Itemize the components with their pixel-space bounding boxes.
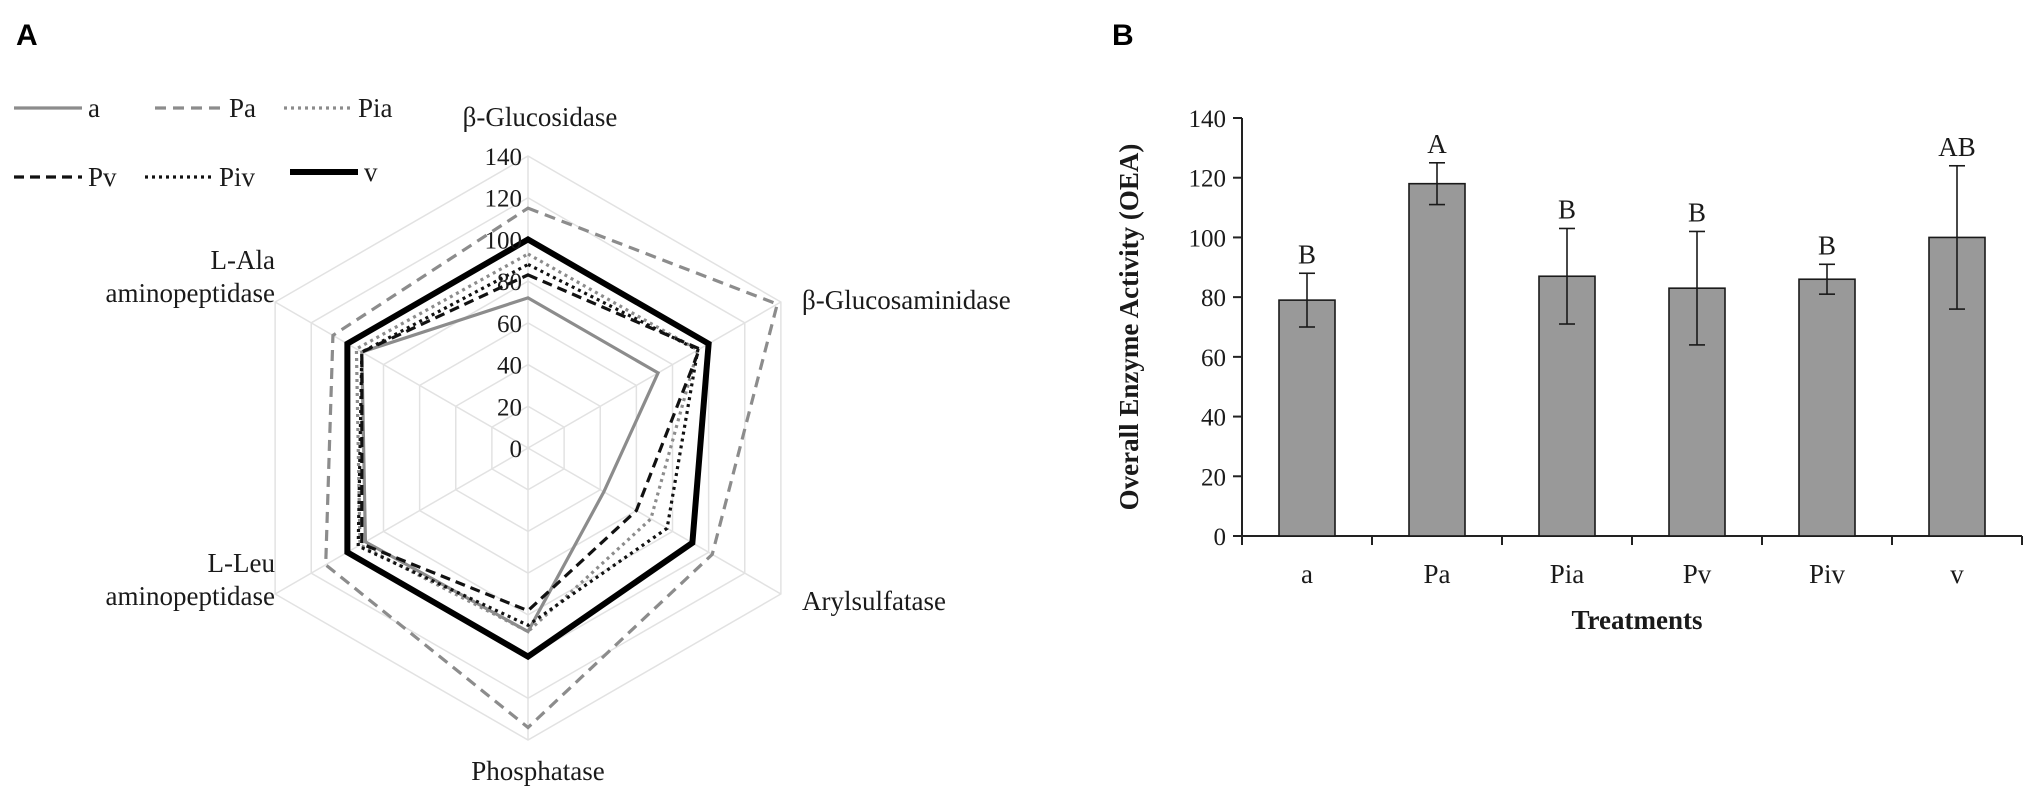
radar-series-piv bbox=[356, 262, 700, 628]
legend-label: Pv bbox=[88, 162, 117, 192]
radar-series-a bbox=[360, 296, 661, 634]
radar-axis-label: Phosphatase bbox=[471, 756, 605, 786]
x-tick-label: Piv bbox=[1809, 559, 1846, 589]
radar-axis-label: L-Ala bbox=[211, 245, 275, 275]
radar-axis-label: Arylsulfatase bbox=[802, 586, 946, 616]
radar-tick-label: 20 bbox=[497, 394, 522, 421]
radar-axis-label: aminopeptidase bbox=[106, 278, 275, 308]
radar-axis-label: β-Glucosaminidase bbox=[802, 285, 1011, 315]
legend-item-piv: Piv bbox=[145, 162, 256, 192]
radar-series-v bbox=[344, 235, 712, 661]
radar-spoke bbox=[527, 447, 782, 595]
legend-label: Pia bbox=[358, 93, 393, 123]
significance-letter: A bbox=[1427, 129, 1447, 159]
radar-tick-label: 120 bbox=[485, 186, 523, 213]
y-tick-label: 100 bbox=[1189, 225, 1227, 252]
radar-series-pa bbox=[324, 206, 780, 730]
y-tick-label: 40 bbox=[1201, 405, 1226, 432]
bar-chart-axes: 0 20 40 60 80 100 120 140 bbox=[1189, 106, 2023, 551]
radar-axis-labels: β-Glucosidase β-GlucosaminidaseArylsulfat… bbox=[106, 102, 1011, 786]
x-tick-label: Pia bbox=[1550, 559, 1585, 589]
legend-item-pia: Pia bbox=[284, 93, 393, 123]
legend-item-pv: Pv bbox=[14, 162, 117, 192]
radar-tick-label: 80 bbox=[497, 269, 522, 296]
radar-axis-label: L-Leu bbox=[208, 548, 276, 578]
significance-letter: B bbox=[1298, 239, 1316, 269]
radar-series-group bbox=[324, 206, 780, 730]
bar-chart-labels: Ba A Pa B Pia B Pv B Piv AB v bbox=[1298, 129, 1976, 589]
significance-letter: B bbox=[1688, 197, 1706, 227]
legend-label: a bbox=[88, 93, 100, 123]
radar-tick-label: 0 bbox=[510, 436, 523, 463]
y-tick-label: 20 bbox=[1201, 464, 1226, 491]
radar-axis-label: β-Glucosidase bbox=[463, 102, 618, 132]
x-axis-title: Treatments bbox=[1572, 605, 1703, 635]
legend-label: Piv bbox=[219, 162, 256, 192]
y-tick-label: 140 bbox=[1189, 106, 1227, 133]
radar-spoke bbox=[274, 447, 529, 595]
legend-label: v bbox=[364, 157, 378, 187]
legend-label: Pa bbox=[229, 93, 256, 123]
y-tick-label: 80 bbox=[1201, 285, 1226, 312]
x-tick-label: v bbox=[1950, 559, 1964, 589]
radar-spoke bbox=[274, 301, 529, 449]
legend-item-a: a bbox=[14, 93, 100, 123]
radar-tick-label: 60 bbox=[497, 311, 522, 338]
y-tick-label: 0 bbox=[1214, 524, 1227, 551]
y-tick-label: 120 bbox=[1189, 166, 1227, 193]
panel-b-bar-chart: B 0 20 40 60 80 100 120 140 Ba A Pa B Pia B Pv B Piv AB v… bbox=[1112, 19, 2023, 635]
radar-spoke bbox=[527, 301, 782, 449]
bar-piv bbox=[1798, 278, 1856, 537]
x-tick-label: Pv bbox=[1683, 559, 1712, 589]
bar-chart-bars bbox=[1278, 161, 1986, 537]
radar-grid bbox=[274, 155, 782, 741]
panel-a-letter: A bbox=[16, 19, 38, 52]
panel-b-letter: B bbox=[1112, 19, 1134, 52]
x-tick-label: Pa bbox=[1424, 559, 1451, 589]
legend-item-pa: Pa bbox=[155, 93, 256, 123]
x-tick-label: a bbox=[1301, 559, 1313, 589]
radar-axis-label: aminopeptidase bbox=[106, 581, 275, 611]
radar-tick-label: 40 bbox=[497, 353, 522, 380]
significance-letter: AB bbox=[1938, 132, 1976, 162]
significance-letter: B bbox=[1558, 194, 1576, 224]
bar-pa bbox=[1408, 182, 1466, 537]
radar-tick-label: 100 bbox=[485, 227, 523, 254]
radar-tick-labels: 0 20 40 60 80 100 120 140 bbox=[485, 144, 523, 463]
y-axis-title: Overall Enzyme Activity (OEA) bbox=[1114, 144, 1144, 511]
significance-letter: B bbox=[1818, 230, 1836, 260]
y-tick-label: 60 bbox=[1201, 345, 1226, 372]
legend-item-v: v bbox=[290, 157, 378, 187]
bar-a bbox=[1278, 299, 1336, 537]
radar-tick-label: 140 bbox=[485, 144, 523, 171]
